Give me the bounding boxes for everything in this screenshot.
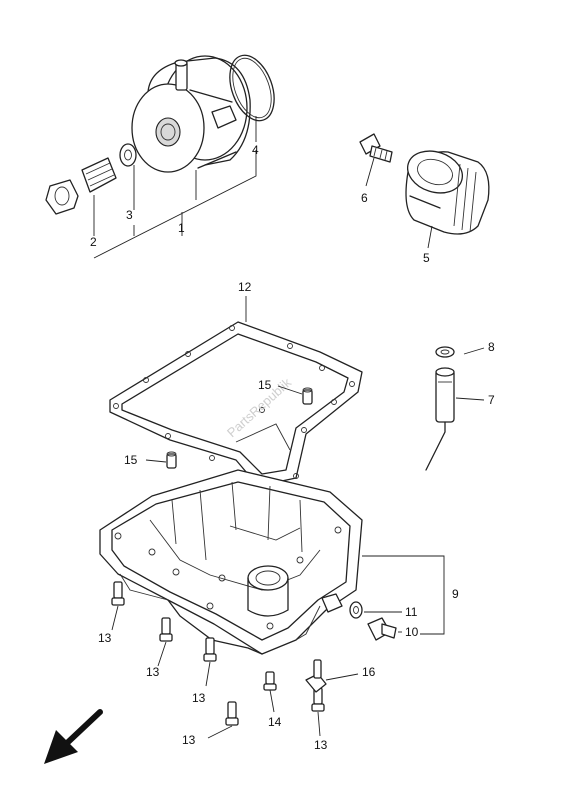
drain-washer — [349, 601, 363, 619]
oil-cooler-assembly — [45, 54, 275, 215]
callout-9: 9 — [452, 587, 459, 601]
callout-labels: 1 2 3 4 5 6 7 8 9 10 11 12 13 13 13 13 1… — [90, 143, 495, 752]
gasket-bolt-holes — [113, 325, 355, 479]
callout-13: 13 — [182, 733, 196, 747]
callout-15: 15 — [258, 378, 272, 392]
oil-pan — [99, 469, 363, 655]
oil-filter — [405, 150, 490, 235]
callout-5: 5 — [423, 251, 430, 265]
pan-bolt — [225, 701, 239, 726]
drain-bolt — [321, 593, 397, 641]
callout-13: 13 — [314, 738, 328, 752]
callout-15: 15 — [124, 453, 138, 467]
callout-11: 11 — [405, 605, 418, 619]
callout-13: 13 — [192, 691, 206, 705]
pan-bolt — [159, 617, 173, 642]
callout-4: 4 — [252, 143, 259, 157]
callout-16: 16 — [362, 665, 376, 679]
callout-1: 1 — [178, 221, 185, 235]
callout-10: 10 — [405, 625, 419, 639]
filter-union-bolt — [359, 133, 393, 163]
callout-13: 13 — [98, 631, 112, 645]
callout-8: 8 — [488, 340, 495, 354]
dowel-pin — [166, 451, 177, 469]
leader-lines — [93, 116, 485, 739]
callout-6: 6 — [361, 191, 368, 205]
arrow-down-left-icon — [44, 709, 103, 764]
pan-bolt — [203, 637, 217, 662]
callout-14: 14 — [268, 715, 282, 729]
pan-bolt — [311, 687, 325, 712]
callout-2: 2 — [90, 235, 97, 249]
callout-3: 3 — [126, 208, 133, 222]
oil-fitting — [305, 659, 327, 693]
oil-pan-gasket — [109, 321, 363, 487]
dowel-pin — [302, 387, 313, 405]
pan-bolt — [111, 581, 125, 606]
callout-13: 13 — [146, 665, 160, 679]
callout-12: 12 — [238, 280, 252, 294]
pan-bolt-short — [263, 671, 277, 691]
callout-7: 7 — [488, 393, 495, 407]
oil-strainer-pipe — [425, 346, 455, 471]
